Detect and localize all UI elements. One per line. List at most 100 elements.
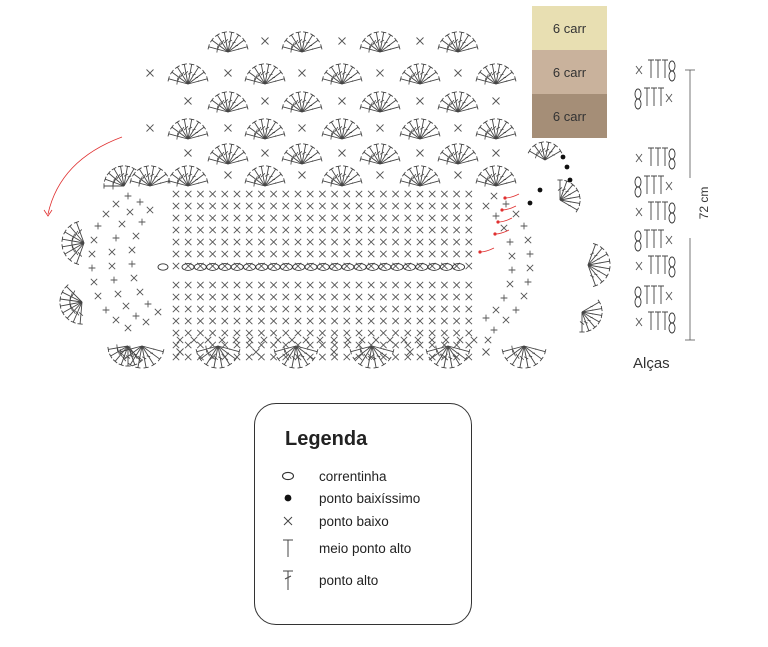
single-crochet-mark (221, 238, 229, 246)
single-crochet-mark (172, 226, 180, 234)
single-crochet-mark (440, 214, 448, 222)
single-crochet-mark (465, 317, 473, 325)
single-crochet-mark (245, 317, 253, 325)
single-crochet-mark (520, 222, 528, 230)
single-crochet-mark (261, 37, 269, 45)
single-crochet-mark (379, 250, 387, 258)
single-crochet-mark (294, 329, 302, 337)
single-crochet-mark (184, 250, 192, 258)
single-crochet-mark (257, 317, 265, 325)
single-crochet-mark (404, 281, 412, 289)
single-crochet-mark (172, 317, 180, 325)
single-crochet-mark (367, 202, 375, 210)
single-crochet-mark (331, 293, 339, 301)
slip-stitch-dot (560, 154, 566, 160)
single-crochet-mark (306, 341, 314, 349)
single-crochet-mark (221, 190, 229, 198)
single-crochet-mark (331, 226, 339, 234)
single-crochet-mark (184, 97, 192, 105)
single-crochet-mark (245, 202, 253, 210)
single-crochet-mark (367, 281, 375, 289)
single-crochet-mark (508, 266, 516, 274)
legend-item-single: ponto baixo (277, 509, 389, 533)
single-crochet-mark (102, 210, 110, 218)
single-crochet-mark (221, 341, 229, 349)
single-crochet-mark (367, 353, 375, 361)
single-crochet-mark (428, 214, 436, 222)
single-crochet-mark (482, 314, 490, 322)
single-crochet-mark (416, 305, 424, 313)
fan-stitch (61, 221, 85, 265)
single-crochet-mark (233, 214, 241, 222)
single-crochet-mark (209, 226, 217, 234)
single-crochet-mark (355, 202, 363, 210)
row-start-arrow (501, 205, 517, 211)
single-crochet-mark (379, 281, 387, 289)
single-crochet-mark (172, 293, 180, 301)
single-crochet-mark (110, 276, 118, 284)
single-crochet-mark (392, 305, 400, 313)
single-crochet-mark (331, 250, 339, 258)
single-crochet-mark (282, 293, 290, 301)
single-crochet-mark (132, 312, 140, 320)
single-crochet-mark (355, 305, 363, 313)
single-crochet-mark (176, 348, 184, 356)
single-crochet-mark (500, 294, 508, 302)
single-crochet-mark (306, 226, 314, 234)
single-crochet-mark (392, 238, 400, 246)
single-crochet-mark (209, 317, 217, 325)
single-crochet-mark (367, 293, 375, 301)
single-crochet-mark (465, 250, 473, 258)
single-crochet-mark (453, 305, 461, 313)
fan-stitch (557, 179, 581, 213)
t-crossed-icon (277, 568, 299, 592)
single-crochet-mark (190, 336, 198, 344)
single-crochet-mark (453, 214, 461, 222)
single-crochet-mark (416, 238, 424, 246)
single-crochet-mark (274, 336, 282, 344)
single-crochet-mark (404, 317, 412, 325)
legend-label-half-double: meio ponto alto (319, 540, 412, 556)
single-crochet-mark (90, 236, 98, 244)
single-crochet-mark (318, 281, 326, 289)
single-crochet-mark (453, 353, 461, 361)
single-crochet-mark (440, 190, 448, 198)
single-crochet-mark (108, 262, 116, 270)
single-crochet-mark (358, 336, 366, 344)
single-crochet-mark (506, 280, 514, 288)
single-crochet-mark (454, 171, 462, 179)
single-crochet-mark (343, 305, 351, 313)
single-crochet-mark (302, 336, 310, 344)
single-crochet-mark (492, 149, 500, 157)
center-chain-row (157, 263, 466, 271)
legend-item-double: ponto alto (277, 568, 378, 592)
single-crochet-mark (233, 238, 241, 246)
single-crochet-mark (453, 238, 461, 246)
single-crochet-mark (355, 293, 363, 301)
strap-stitch-row (634, 175, 673, 198)
single-crochet-mark (196, 190, 204, 198)
single-crochet-mark (343, 202, 351, 210)
single-crochet-mark (376, 171, 384, 179)
single-crochet-mark (453, 281, 461, 289)
single-crochet-mark (172, 341, 180, 349)
single-crochet-mark (270, 250, 278, 258)
single-crochet-mark (331, 317, 339, 325)
single-crochet-mark (245, 329, 253, 337)
single-crochet-mark (490, 192, 498, 200)
single-crochet-mark (400, 336, 408, 344)
single-crochet-mark (392, 329, 400, 337)
single-crochet-mark (318, 317, 326, 325)
single-crochet-mark (112, 200, 120, 208)
strap-stitch-row (635, 59, 676, 82)
slip-stitch-dot (527, 200, 533, 206)
single-crochet-mark (196, 329, 204, 337)
single-crochet-mark (196, 238, 204, 246)
single-crochet-mark (184, 190, 192, 198)
single-crochet-mark (453, 202, 461, 210)
single-crochet-mark (416, 214, 424, 222)
single-crochet-mark (379, 190, 387, 198)
single-crochet-mark (184, 214, 192, 222)
single-crochet-mark (270, 281, 278, 289)
single-crochet-mark (261, 149, 269, 157)
